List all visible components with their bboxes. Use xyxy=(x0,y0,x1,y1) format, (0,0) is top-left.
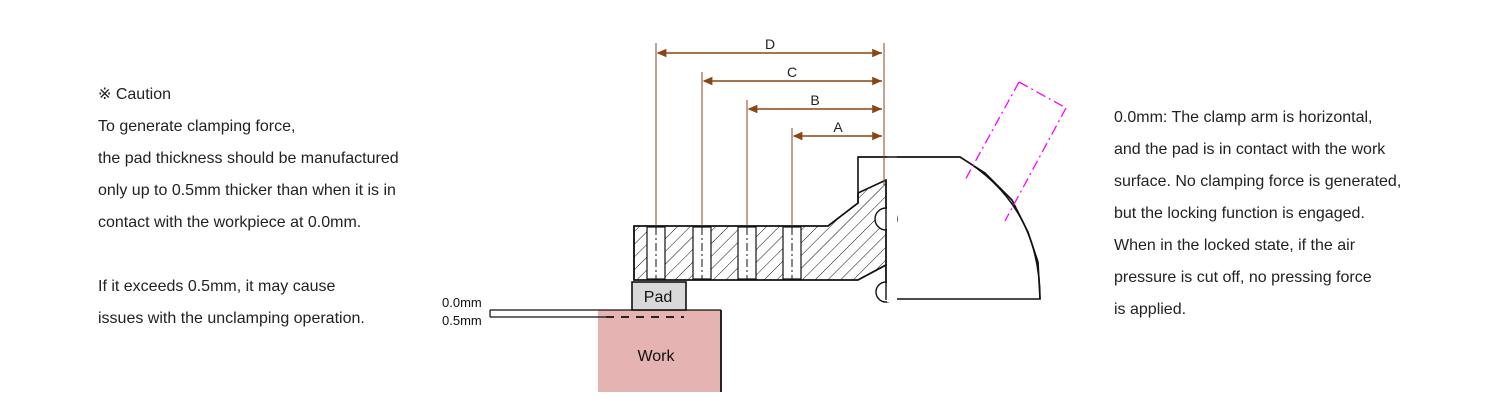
caution-line-2: the pad thickness should be manufactured xyxy=(98,150,399,167)
dimension-d-label: D xyxy=(765,36,775,52)
caution-line-3: only up to 0.5mm thicker than when it is… xyxy=(98,182,396,199)
caution-heading: ※ Caution xyxy=(98,86,171,103)
dimension-c-label: C xyxy=(787,64,797,80)
work-label: Work xyxy=(637,348,675,365)
caution-line-1: To generate clamping force, xyxy=(98,118,296,135)
description-line-7: is applied. xyxy=(1114,301,1187,318)
dimension-b-label: B xyxy=(810,92,819,108)
label-0-5mm: 0.5mm xyxy=(442,313,482,328)
pad-label: Pad xyxy=(644,289,672,306)
rotation-guide xyxy=(963,81,1067,222)
description-line-5: When in the locked state, if the air xyxy=(1114,237,1356,254)
arm-cover-arc xyxy=(858,156,1041,300)
description-line-1: 0.0mm: The clamp arm is horizontal, xyxy=(1114,109,1373,126)
description-note: 0.0mm: The clamp arm is horizontal, and … xyxy=(1114,102,1401,326)
clamp-arm-hatch xyxy=(633,178,887,281)
warning-note: If it exceeds 0.5mm, it may cause issues… xyxy=(98,271,365,335)
warning-line-1: If it exceeds 0.5mm, it may cause xyxy=(98,278,336,295)
description-line-2: and the pad is in contact with the work xyxy=(1114,141,1386,158)
dimension-extension-lines xyxy=(655,43,885,226)
pad-block xyxy=(631,281,687,311)
dimension-a-label: A xyxy=(833,119,843,135)
description-line-6: pressure is cut off, no pressing force xyxy=(1114,269,1372,286)
caution-line-4: contact with the workpiece at 0.0mm. xyxy=(98,214,362,231)
bore-holes xyxy=(646,226,802,280)
label-0-0mm: 0.0mm xyxy=(442,295,482,310)
description-line-4: but the locking function is engaged. xyxy=(1114,205,1365,222)
work-block xyxy=(598,310,721,392)
warning-line-2: issues with the unclamping operation. xyxy=(98,310,365,327)
description-line-3: surface. No clamping force is generated, xyxy=(1114,173,1402,190)
caution-note: ※ Caution To generate clamping force, th… xyxy=(98,79,399,239)
